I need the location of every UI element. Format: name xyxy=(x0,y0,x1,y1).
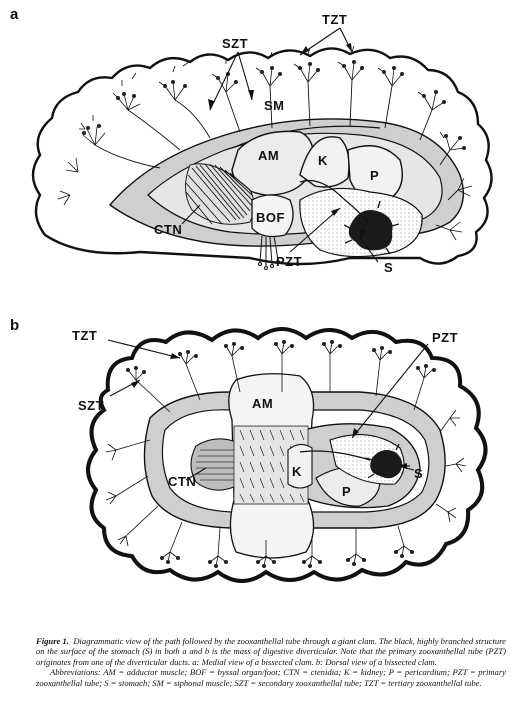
tzt-terminal-tufts-b xyxy=(126,340,436,568)
label-am-b: AM xyxy=(252,396,273,411)
ctenidia-lamellae-b xyxy=(196,449,234,481)
primary-zooxanthellal-tube xyxy=(299,179,371,226)
diagram-medial-view: TZT SZT SM AM K P BOF CTN PZT S xyxy=(31,12,493,275)
label-p-b: P xyxy=(342,484,351,499)
byssal-threads xyxy=(258,235,280,270)
digestive-diverticula-mass xyxy=(348,209,393,251)
label-bof: BOF xyxy=(256,210,285,225)
secondary-zooxanthellal-tubes xyxy=(94,79,459,231)
label-szt-b: SZT xyxy=(78,398,104,413)
label-ctn-b: CTN xyxy=(168,474,196,489)
label-sm: SM xyxy=(264,98,285,113)
figure-label: Figure 1. xyxy=(36,636,69,646)
label-ctn: CTN xyxy=(154,222,182,237)
byssal-organ-foot xyxy=(251,194,294,238)
tzt-terminal-tufts xyxy=(82,60,466,150)
secondary-zooxanthellal-tubes-b xyxy=(115,354,457,557)
panel-letter-a: a xyxy=(10,6,19,23)
label-am: AM xyxy=(258,148,279,163)
label-k-b: K xyxy=(292,464,302,479)
label-tzt-b: TZT xyxy=(72,328,97,343)
ctenidia-b xyxy=(190,438,237,491)
diagram-dorsal-view: TZT SZT PZT AM CTN K S P xyxy=(72,327,488,583)
digestive-diverticula-mass-b xyxy=(370,450,403,479)
leader-arrowheads-b xyxy=(131,353,407,469)
label-p: P xyxy=(370,168,379,183)
ctenidia xyxy=(185,163,255,225)
primary-zooxanthellal-tube-b xyxy=(299,450,371,461)
label-pzt-b: PZT xyxy=(432,330,458,345)
label-k: K xyxy=(318,153,328,168)
label-s: S xyxy=(384,260,393,275)
figure-caption: Figure 1. Diagrammatic view of the path … xyxy=(36,636,506,688)
kidney-b xyxy=(287,443,313,489)
panel-letter-b: b xyxy=(10,317,20,334)
leader-arrowheads xyxy=(208,43,366,238)
label-tzt: TZT xyxy=(322,12,347,27)
label-szt: SZT xyxy=(222,36,248,51)
label-s-b: S xyxy=(414,466,423,481)
caption-abbreviations: Abbreviations: AM = adductor muscle; BOF… xyxy=(36,667,506,688)
caption-text: Diagrammatic view of the path followed b… xyxy=(36,636,506,667)
label-pzt: PZT xyxy=(276,254,302,269)
